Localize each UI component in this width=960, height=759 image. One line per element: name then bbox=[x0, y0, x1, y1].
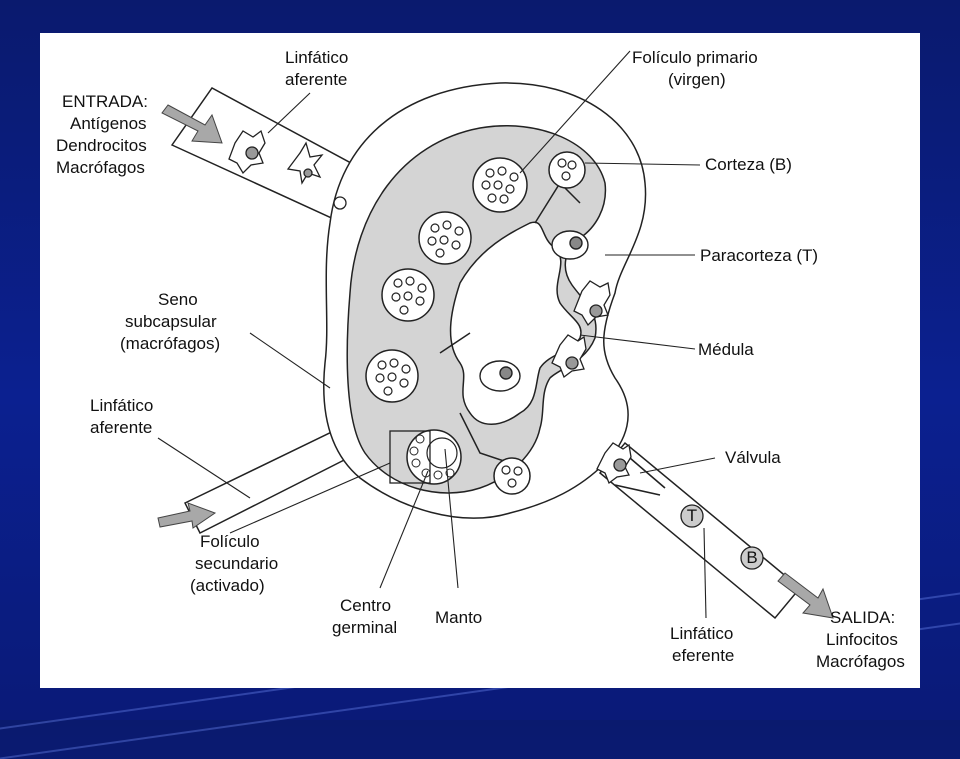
svg-text:T: T bbox=[687, 506, 697, 525]
lymph-node-diagram: T B ENTRADA: Antígenos Dendrocitos bbox=[56, 48, 905, 671]
lymphocyte-t: T bbox=[680, 504, 704, 528]
svg-text:(activado): (activado) bbox=[190, 576, 265, 595]
valve bbox=[614, 457, 666, 496]
svg-text:B: B bbox=[746, 548, 757, 567]
svg-text:Folículo primario: Folículo primario bbox=[632, 48, 758, 67]
label-centro-germinal: Centro germinal bbox=[332, 596, 397, 637]
label-foliculo-primario: Folículo primario (virgen) bbox=[632, 48, 758, 89]
afferent-lymphatic-bottom bbox=[183, 427, 360, 535]
arrow-salida bbox=[777, 572, 834, 619]
svg-text:ENTRADA:: ENTRADA: bbox=[62, 92, 148, 111]
svg-text:aferente: aferente bbox=[90, 418, 152, 437]
arrow-afferent-bottom bbox=[157, 502, 217, 529]
svg-text:aferente: aferente bbox=[285, 70, 347, 89]
label-medula: Médula bbox=[698, 340, 754, 359]
svg-text:Linfático: Linfático bbox=[285, 48, 348, 67]
svg-text:Macrófagos: Macrófagos bbox=[816, 652, 905, 671]
svg-text:(virgen): (virgen) bbox=[668, 70, 726, 89]
leader-lines bbox=[157, 50, 716, 619]
svg-text:Linfático: Linfático bbox=[90, 396, 153, 415]
medulla-cells bbox=[479, 230, 589, 392]
sinus-channel bbox=[459, 412, 511, 464]
svg-text:Centro: Centro bbox=[340, 596, 391, 615]
svg-text:subcapsular: subcapsular bbox=[125, 312, 217, 331]
svg-text:Macrófagos: Macrófagos bbox=[56, 158, 145, 177]
label-foliculo-secundario: Folículo secundario (activado) bbox=[190, 532, 278, 595]
macrophage-cells bbox=[228, 129, 632, 485]
label-linfatico-eferente: Linfático eferente bbox=[670, 624, 734, 665]
label-linfatico-aferente-bottom: Linfático aferente bbox=[90, 396, 153, 437]
lymphocyte-b: B bbox=[740, 546, 764, 570]
label-salida: SALIDA: Linfocitos Macrófagos bbox=[816, 608, 905, 671]
svg-text:Dendrocitos: Dendrocitos bbox=[56, 136, 147, 155]
diagram-panel: T B ENTRADA: Antígenos Dendrocitos bbox=[40, 33, 920, 688]
follicle-cells bbox=[375, 158, 577, 488]
svg-text:eferente: eferente bbox=[672, 646, 734, 665]
svg-text:Linfocitos: Linfocitos bbox=[826, 630, 898, 649]
label-seno: Seno subcapsular (macrófagos) bbox=[120, 290, 220, 353]
arrow-entrada bbox=[161, 104, 223, 144]
label-valvula: Válvula bbox=[725, 448, 781, 467]
svg-text:Linfático: Linfático bbox=[670, 624, 733, 643]
label-entrada: ENTRADA: Antígenos Dendrocitos Macrófago… bbox=[56, 92, 148, 177]
svg-text:secundario: secundario bbox=[195, 554, 278, 573]
svg-text:germinal: germinal bbox=[332, 618, 397, 637]
efferent-lymphatic bbox=[598, 441, 802, 620]
svg-text:SALIDA:: SALIDA: bbox=[830, 608, 895, 627]
svg-text:Folículo: Folículo bbox=[200, 532, 260, 551]
sinus-channel bbox=[439, 332, 471, 354]
label-linfatico-aferente-top: Linfático aferente bbox=[285, 48, 348, 89]
label-corteza: Corteza (B) bbox=[705, 155, 792, 174]
label-manto: Manto bbox=[435, 608, 482, 627]
svg-text:Antígenos: Antígenos bbox=[70, 114, 147, 133]
svg-text:Seno: Seno bbox=[158, 290, 198, 309]
svg-text:(macrófagos): (macrófagos) bbox=[120, 334, 220, 353]
label-paracorteza: Paracorteza (T) bbox=[700, 246, 818, 265]
